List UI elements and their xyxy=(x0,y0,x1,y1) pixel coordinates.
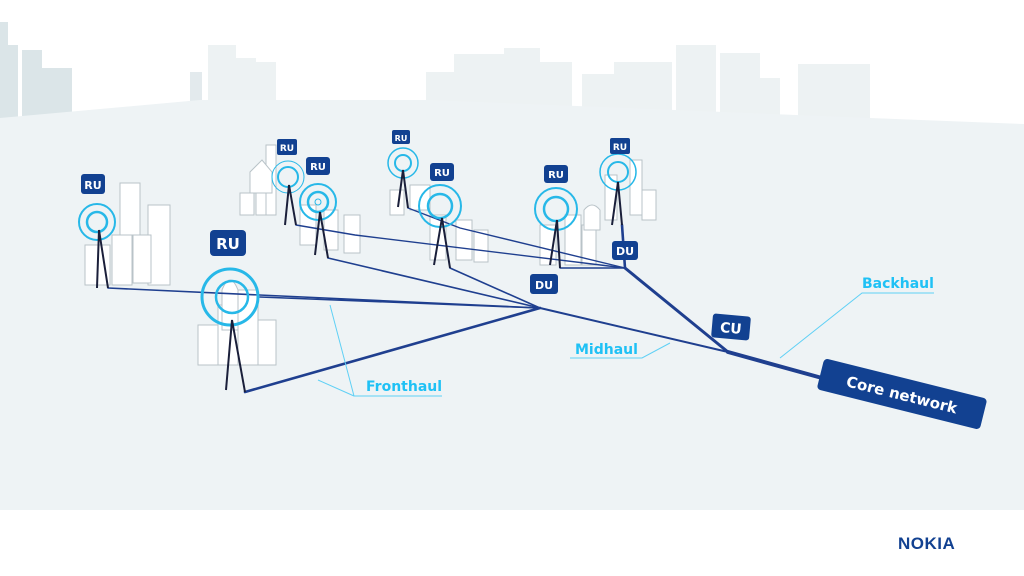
svg-text:RU: RU xyxy=(216,235,240,253)
du-badge: DU xyxy=(612,241,638,260)
cu-badge: CU xyxy=(711,313,751,341)
svg-text:Fronthaul: Fronthaul xyxy=(366,379,442,395)
ru-badge: RU xyxy=(610,138,630,154)
svg-text:Backhaul: Backhaul xyxy=(862,276,934,292)
backhaul-label: Backhaul xyxy=(779,276,934,359)
svg-text:DU: DU xyxy=(616,245,634,258)
ru-tower xyxy=(534,187,578,269)
svg-text:RU: RU xyxy=(434,168,450,179)
svg-text:DU: DU xyxy=(535,279,553,292)
ground-plane xyxy=(0,100,1024,510)
ru-tower xyxy=(418,184,462,269)
ru-tower xyxy=(387,147,419,209)
midhaul-links xyxy=(539,266,730,354)
ru-tower xyxy=(200,267,260,393)
backhaul-link xyxy=(726,350,824,380)
svg-text:RU: RU xyxy=(310,162,326,173)
svg-text:RU: RU xyxy=(395,134,408,143)
nokia-logo: NOKIA xyxy=(898,534,956,553)
svg-text:RU: RU xyxy=(613,143,627,153)
skyline xyxy=(0,22,870,122)
ru-badge: RU xyxy=(430,163,454,181)
svg-text:RU: RU xyxy=(84,179,101,192)
fronthaul-label: Fronthaul xyxy=(317,304,442,397)
ru-tower xyxy=(271,160,305,226)
ru-badge: RU xyxy=(277,139,297,155)
ru-badge: RU xyxy=(210,230,246,256)
svg-text:RU: RU xyxy=(280,144,294,154)
ru-badge: RU xyxy=(392,130,410,144)
ru-towers xyxy=(78,147,637,393)
svg-text:RU: RU xyxy=(548,170,564,181)
svg-text:CU: CU xyxy=(719,320,742,338)
fronthaul-links xyxy=(107,207,627,394)
ru-badge: RU xyxy=(544,165,568,183)
midhaul-label: Midhaul xyxy=(570,342,671,359)
ru-badge: RU xyxy=(306,157,330,175)
du-badge: DU xyxy=(530,274,558,294)
ru-tower xyxy=(299,183,337,259)
svg-text:Midhaul: Midhaul xyxy=(575,342,638,358)
ru-badge: RU xyxy=(81,174,105,194)
ru-tower xyxy=(78,203,116,289)
